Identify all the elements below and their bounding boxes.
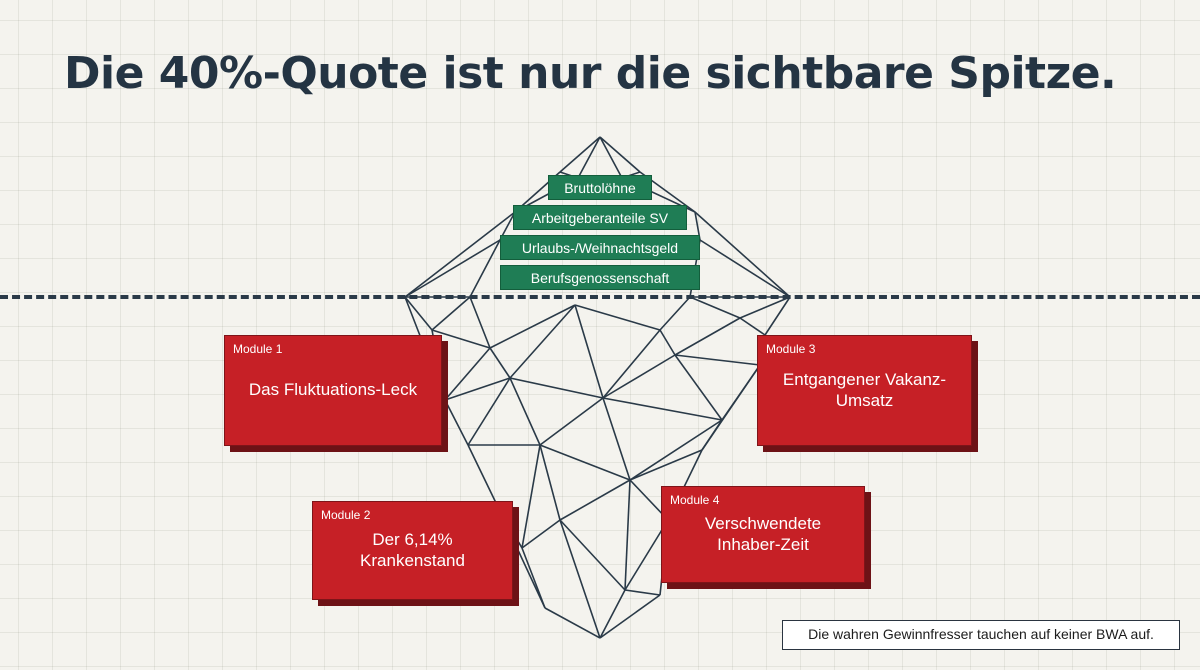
iceberg-edge [739,296,791,319]
iceberg-edge [577,136,601,179]
iceberg-edge [602,397,631,481]
iceberg-edge [629,419,723,481]
page-title: Die 40%-Quote ist nur die sichtbare Spit… [64,48,1117,99]
module-title: Der 6,14% Krankenstand [360,530,465,570]
iceberg-edge [544,607,601,639]
iceberg-edge [574,304,661,331]
visible-cost-box: Urlaubs-/Weihnachtsgeld [500,235,700,260]
module-2-card: Module 2 Der 6,14% Krankenstand [312,501,513,600]
module-title: Das Fluktuations-Leck [248,380,418,400]
iceberg-edge [559,519,626,591]
module-label: Module 3 [766,342,816,356]
iceberg-edge [404,239,501,298]
iceberg-edge [701,364,761,451]
iceberg-edge [559,479,631,521]
visible-cost-box: Bruttolöhne [548,175,652,200]
iceberg-edge [559,519,601,639]
module-4-card: Module 4 Verschwendete Inhaber-Zeit [661,486,865,583]
iceberg-edge [624,519,669,591]
visible-cost-box: Berufsgenossenschaft [500,265,700,290]
iceberg-edge [674,354,723,421]
iceberg-edge [694,211,791,298]
iceberg-edge [739,317,766,336]
iceberg-edge [539,444,631,481]
iceberg-edge [629,449,703,481]
iceberg-edge [444,377,511,401]
iceberg-edge [444,347,491,401]
iceberg-edge [489,347,511,379]
module-title: Verschwendete Inhaber-Zeit [704,514,822,554]
iceberg-edge [559,136,601,173]
module-label: Module 2 [321,508,371,522]
iceberg-edge [444,399,469,446]
iceberg-edge [509,377,541,446]
iceberg-edge [539,444,561,521]
module-label: Module 4 [670,493,720,507]
iceberg-edge [539,397,604,446]
iceberg-edge [602,397,723,421]
iceberg-edge [599,589,626,639]
iceberg-edge [469,239,501,298]
waterline [0,295,1200,299]
module-label: Module 1 [233,342,283,356]
iceberg-edge [489,304,576,349]
iceberg-edge [404,211,516,298]
iceberg-edge [509,304,576,379]
iceberg-edge [404,296,433,331]
iceberg-edge [624,479,631,591]
module-1-card: Module 1 Das Fluktuations-Leck [224,335,442,446]
iceberg-edge [467,377,511,446]
iceberg-edge [431,296,471,331]
iceberg-edge [699,239,791,298]
iceberg-edge [431,329,491,349]
module-title: Entgangener Vakanz- Umsatz [782,370,947,410]
iceberg-edge [521,444,541,549]
visible-cost-box: Arbeitgeberanteile SV [513,205,687,230]
iceberg-edge [599,594,661,639]
iceberg-edge [521,547,546,609]
footnote: Die wahren Gewinnfresser tauchen auf kei… [782,620,1180,650]
iceberg-edge [624,589,661,596]
iceberg-edge [574,304,604,399]
iceberg-edge [602,354,676,399]
iceberg-edge [467,444,498,506]
iceberg-edge [764,296,791,336]
iceberg-edge [599,136,641,173]
iceberg-edge [674,317,741,356]
iceberg-edge [659,296,691,331]
iceberg-edge [599,136,623,179]
iceberg-edge [602,329,661,399]
iceberg-edge [659,329,676,356]
iceberg-edge [674,354,761,366]
iceberg-edge [521,519,561,549]
iceberg-edge [509,377,604,399]
iceberg-edge [469,296,491,349]
module-3-card: Module 3 Entgangener Vakanz- Umsatz [757,335,972,446]
iceberg-edge [689,296,741,319]
